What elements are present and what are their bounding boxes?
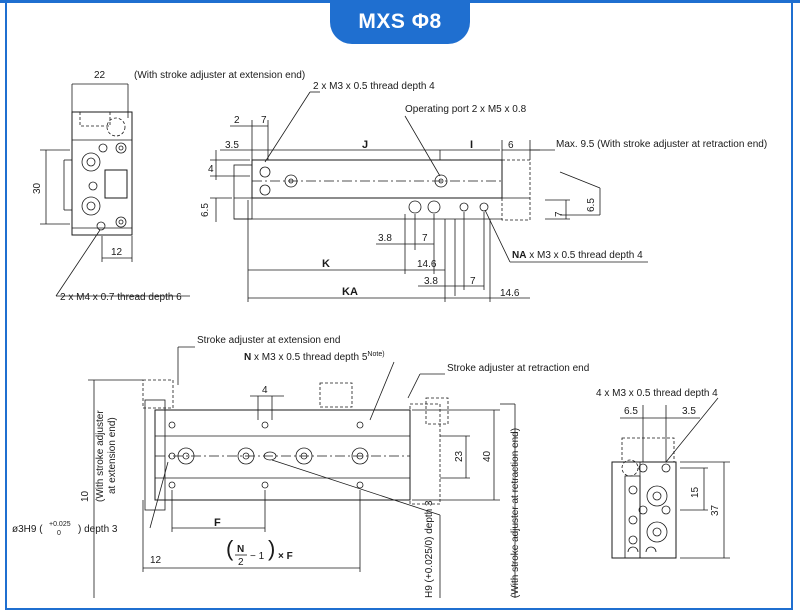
top-dim-2: 2 — [234, 115, 240, 126]
bottom-note-n-prefix: N — [244, 352, 251, 363]
top-note-na: NA x M3 x 0.5 thread depth 4 — [512, 250, 643, 261]
end-dim-37: 37 — [710, 504, 721, 516]
top-dim-3-5: 3.5 — [225, 140, 239, 151]
top-dim-K: K — [322, 258, 330, 270]
side-dim-30: 30 — [32, 182, 43, 194]
end-dim-3-5: 3.5 — [682, 406, 696, 417]
formula-2: 2 — [238, 557, 244, 568]
top-note-m3: 2 x M3 x 0.5 thread depth 4 — [313, 81, 435, 92]
top-dim-6: 6 — [508, 140, 514, 151]
top-note-na-suffix: x M3 x 0.5 thread depth 4 — [526, 250, 643, 261]
top-dim-3-8b: 3.8 — [424, 276, 438, 287]
side-view — [40, 83, 190, 297]
bottom-note-h9-tol-top: +0.025 — [49, 521, 71, 528]
top-dim-7a: 7 — [261, 115, 267, 126]
end-view — [611, 397, 730, 559]
bottom-note-h9-left-b: ) depth 3 — [78, 524, 118, 535]
top-dim-3-8a: 3.8 — [378, 233, 392, 244]
side-dim-12: 12 — [111, 247, 123, 258]
formula-rest: − 1 — [250, 551, 265, 562]
top-dim-KA: KA — [342, 286, 358, 298]
bottom-note-h9-vert: H9 (+0.025/0) depth 3 — [424, 500, 435, 598]
bottom-note-n: N x M3 x 0.5 thread depth 5Note) — [244, 351, 385, 363]
bottom-dim-4: 4 — [262, 385, 268, 396]
top-dim-7c: 7 — [422, 233, 428, 244]
bottom-dim-12: 12 — [150, 555, 162, 566]
top-note-na-prefix: NA — [512, 250, 526, 261]
bottom-note-vert-ext-1: (With stroke adjuster — [95, 410, 106, 502]
top-dim-7b: 7 — [554, 211, 565, 217]
bottom-note-h9-tol-bot: 0 — [57, 530, 61, 537]
top-dim-14-6a: 14.6 — [417, 259, 437, 270]
top-note-port: Operating port 2 x M5 x 0.8 — [405, 104, 527, 115]
bottom-note-vert-ret: (With stroke adjuster at retraction end) — [510, 428, 521, 598]
top-dim-I: I — [470, 139, 473, 151]
top-dim-6-5b: 6.5 — [586, 198, 597, 212]
side-dim-22: 22 — [94, 70, 106, 81]
end-dim-6-5: 6.5 — [624, 406, 638, 417]
bottom-dim-40: 40 — [482, 450, 493, 462]
top-dim-J: J — [362, 139, 368, 151]
bottom-note-adj-ext: Stroke adjuster at extension end — [197, 335, 340, 346]
bottom-dim-23: 23 — [454, 450, 465, 462]
bottom-note-n-suffix: x M3 x 0.5 thread depth 5 — [251, 352, 368, 363]
top-note-max: Max. 9.5 (With stroke adjuster at retrac… — [556, 139, 767, 150]
end-note-m3: 4 x M3 x 0.5 thread depth 4 — [596, 388, 718, 399]
bottom-note-vert-ext-2: at extension end) — [107, 417, 118, 494]
title-tab: MXS Φ8 — [330, 0, 470, 44]
bottom-dim-F: F — [214, 517, 221, 529]
side-note-extension: (With stroke adjuster at extension end) — [134, 70, 305, 81]
top-dim-4: 4 — [208, 164, 214, 175]
bottom-note-n-sup: Note) — [367, 351, 384, 358]
top-dim-14-6b: 14.6 — [500, 288, 520, 299]
bottom-dim-10: 10 — [80, 490, 91, 502]
top-dim-7d: 7 — [470, 276, 476, 287]
end-dim-15: 15 — [690, 486, 701, 498]
page-title: MXS Φ8 — [358, 10, 442, 33]
formula-f: × F — [278, 551, 293, 562]
top-view — [210, 91, 648, 302]
formula-paren-close: ) — [268, 536, 275, 561]
formula-paren-open: ( — [226, 536, 234, 561]
bottom-view — [88, 346, 516, 598]
top-dim-6-5a: 6.5 — [200, 203, 211, 217]
side-note-m4: 2 x M4 x 0.7 thread depth 6 — [60, 292, 182, 303]
bottom-note-h9-left-a: ø3H9 ( — [12, 524, 43, 535]
bottom-note-adj-ret: Stroke adjuster at retraction end — [447, 363, 589, 374]
formula-n: N — [237, 544, 244, 555]
